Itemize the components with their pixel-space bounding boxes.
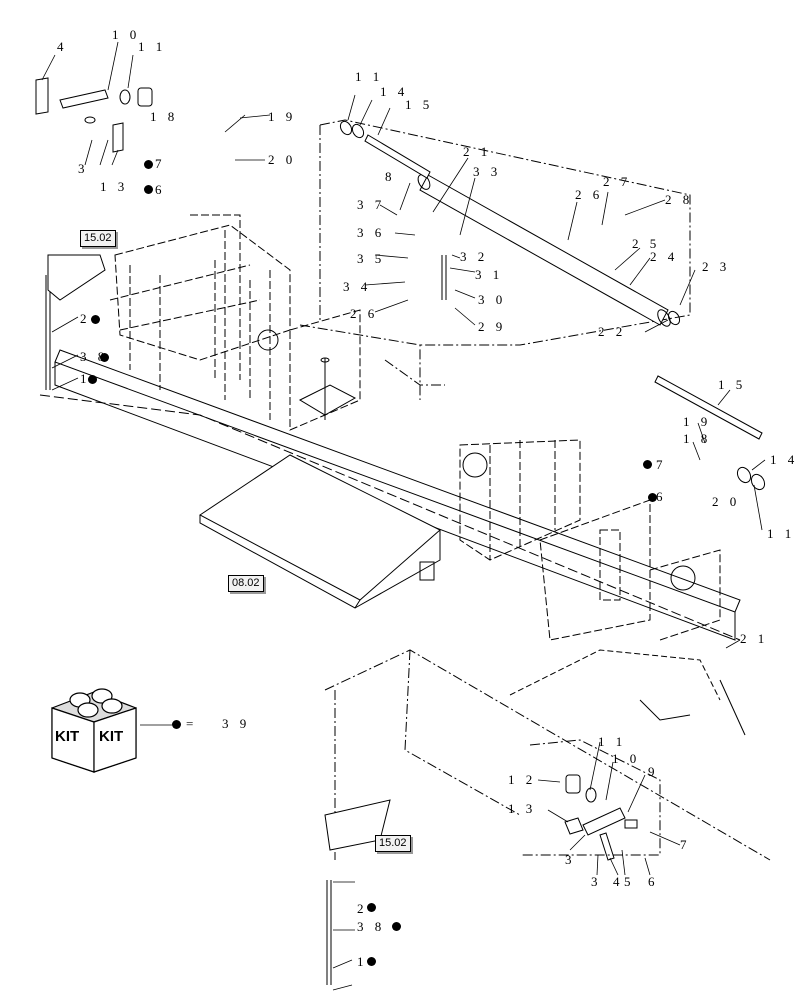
callout-label: 3 7 [357, 197, 386, 212]
callout-label: 9 [648, 764, 659, 779]
callout-label: 3 [591, 874, 602, 889]
callout-label: 1 0 [112, 27, 141, 42]
callout-label: 2 6 [350, 306, 379, 321]
lower-link-outline [324, 649, 771, 861]
kit-marker-dot [144, 185, 153, 194]
callout-label: 2 [80, 311, 91, 326]
callout-label: 7 [656, 457, 667, 472]
upper-left-links [35, 77, 124, 153]
callout-label: 6 [648, 874, 659, 889]
callout-label: 1 8 [150, 109, 179, 124]
callout-label: 1 1 [767, 526, 796, 541]
kit-marker-dot [88, 375, 97, 384]
callout-label: 1 1 [598, 734, 627, 749]
kit-marker-dot [648, 493, 657, 502]
callout-label: 1 3 [508, 801, 537, 816]
lower-frame-bar [509, 649, 746, 736]
callout-label: 3 2 [460, 249, 489, 264]
callout-label: 1 9 [268, 109, 297, 124]
leader-lines [41, 41, 766, 991]
callout-label: 1 [80, 371, 91, 386]
frame-beam [39, 349, 741, 641]
pivot-tube [417, 174, 671, 327]
section-reference: 08.02 [228, 575, 264, 592]
callout-label: 5 [624, 874, 635, 889]
callout-label: 1 4 [380, 84, 409, 99]
kit-number: 3 9 [222, 716, 251, 731]
kit-marker-dot [643, 460, 652, 469]
center-plate [199, 454, 441, 609]
callout-label: 8 [385, 169, 396, 184]
callout-label: 3 8 [80, 349, 109, 364]
callout-label: 2 2 [598, 324, 627, 339]
shaft-upper [364, 134, 431, 179]
callout-label: 2 0 [268, 152, 297, 167]
right-frame-bracket [459, 439, 721, 641]
kit-label-left: KIT [55, 728, 80, 745]
callout-label: 2 1 [740, 631, 769, 646]
callout-label: 2 7 [603, 174, 632, 189]
bearings [119, 87, 766, 803]
callout-label: 4 [613, 874, 624, 889]
callout-label: 1 1 [138, 39, 167, 54]
callout-label: 2 0 [712, 494, 741, 509]
kit-legend-dot [172, 720, 181, 729]
callout-label: 2 8 [665, 192, 694, 207]
callout-label: 1 9 [683, 414, 712, 429]
callout-label: 3 6 [357, 225, 386, 240]
callout-label: 3 5 [357, 251, 386, 266]
callout-label: 3 3 [473, 164, 502, 179]
callout-label: 3 4 [343, 279, 372, 294]
kit-marker-dot [100, 353, 109, 362]
callout-label: 1 1 [355, 69, 384, 84]
shaft-right [654, 375, 763, 440]
kit-marker-dot [91, 315, 100, 324]
callout-label: 2 4 [650, 249, 679, 264]
kit-marker-dot [367, 957, 376, 966]
kit-marker-dot [367, 903, 376, 912]
callout-label: 6 [155, 182, 166, 197]
callout-label: 2 1 [463, 144, 492, 159]
callout-label: 1 8 [683, 431, 712, 446]
callout-label: 2 5 [632, 236, 661, 251]
callout-label: 3 0 [478, 292, 507, 307]
kit-marker-dot [144, 160, 153, 169]
section-reference: 15.02 [375, 835, 411, 852]
callout-label: 1 5 [405, 97, 434, 112]
callout-label: 1 4 [770, 452, 799, 467]
callout-label: 6 [656, 489, 667, 504]
callout-label: 1 0 [612, 751, 641, 766]
kit-marker-dot [392, 922, 401, 931]
kit-equals: = [186, 716, 198, 731]
left-frame-bracket [109, 214, 361, 431]
section-reference: 15.02 [80, 230, 116, 247]
callout-label: 1 2 [508, 772, 537, 787]
callout-label: 2 9 [478, 319, 507, 334]
callout-label: 4 [57, 39, 68, 54]
callout-label: 3 8 [357, 919, 386, 934]
support-post [298, 357, 357, 420]
mounting-bracket-plates [47, 254, 391, 851]
callout-label: 2 6 [575, 187, 604, 202]
callout-label: 7 [155, 156, 166, 171]
kit-label-right: KIT [99, 728, 124, 745]
callout-label: 1 5 [718, 377, 747, 392]
callout-label: 7 [680, 837, 691, 852]
callout-label: 1 [357, 954, 368, 969]
callout-label: 1 3 [100, 179, 129, 194]
lower-links [564, 807, 638, 861]
callout-label: 3 [565, 852, 576, 867]
callout-label: 2 3 [702, 259, 731, 274]
hub-flanges [257, 329, 696, 591]
callout-label: 2 [357, 901, 368, 916]
vertical-bolts [45, 255, 447, 985]
callout-label: 3 [78, 161, 89, 176]
callout-label: 3 1 [475, 267, 504, 282]
upper-frame-outline [299, 119, 691, 400]
kit-box-icon [51, 688, 137, 773]
